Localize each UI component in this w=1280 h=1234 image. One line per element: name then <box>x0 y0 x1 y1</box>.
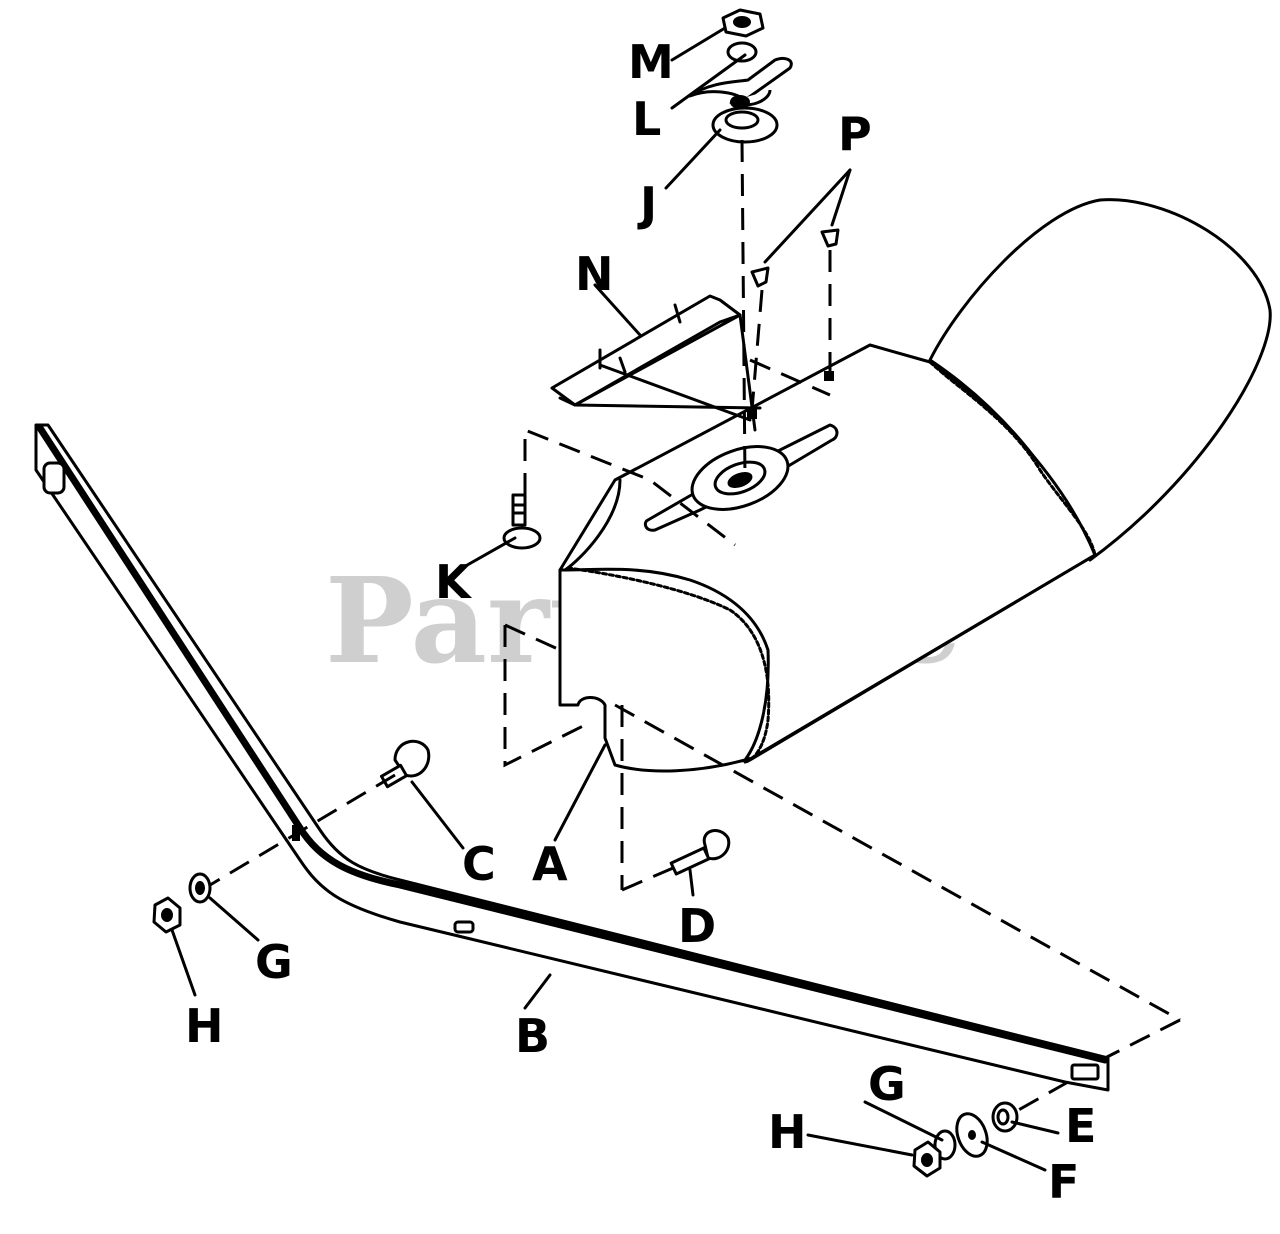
callout-m: M <box>628 35 674 89</box>
washer-j <box>711 106 779 144</box>
callout-h-right: H <box>768 1105 807 1159</box>
wing-handle-l <box>688 41 793 109</box>
callout-n: N <box>575 247 614 301</box>
screws-p <box>750 228 840 288</box>
washer-f <box>955 1112 989 1158</box>
hex-nut-h-left <box>152 896 182 934</box>
callout-e: E <box>1065 1099 1096 1153</box>
hex-nut-h-right <box>912 1140 942 1178</box>
spacer-e <box>991 1101 1019 1133</box>
bolt-k <box>502 493 542 550</box>
callout-l: L <box>632 92 661 146</box>
callout-f: F <box>1048 1155 1079 1209</box>
leader-lines <box>170 26 1060 1172</box>
bolt-d <box>669 829 731 876</box>
hex-nut-m <box>721 8 765 38</box>
callout-h-left: H <box>185 999 224 1053</box>
callout-g-left: G <box>255 935 293 989</box>
deflector-bracket <box>550 294 762 432</box>
assembly-lines <box>209 139 1181 1114</box>
callout-b: B <box>515 1009 550 1063</box>
callout-c: C <box>462 837 496 891</box>
callout-d: D <box>678 899 716 953</box>
callout-j: J <box>637 177 657 231</box>
callout-p: P <box>838 107 872 161</box>
lock-washer-g-left <box>188 872 212 904</box>
callout-k: K <box>435 555 473 609</box>
callout-labels: M L J P N K C A D G H B G H E F <box>185 35 1096 1209</box>
callout-g-right: G <box>868 1057 906 1111</box>
discharge-chute <box>558 198 1272 773</box>
callout-a: A <box>532 837 568 891</box>
